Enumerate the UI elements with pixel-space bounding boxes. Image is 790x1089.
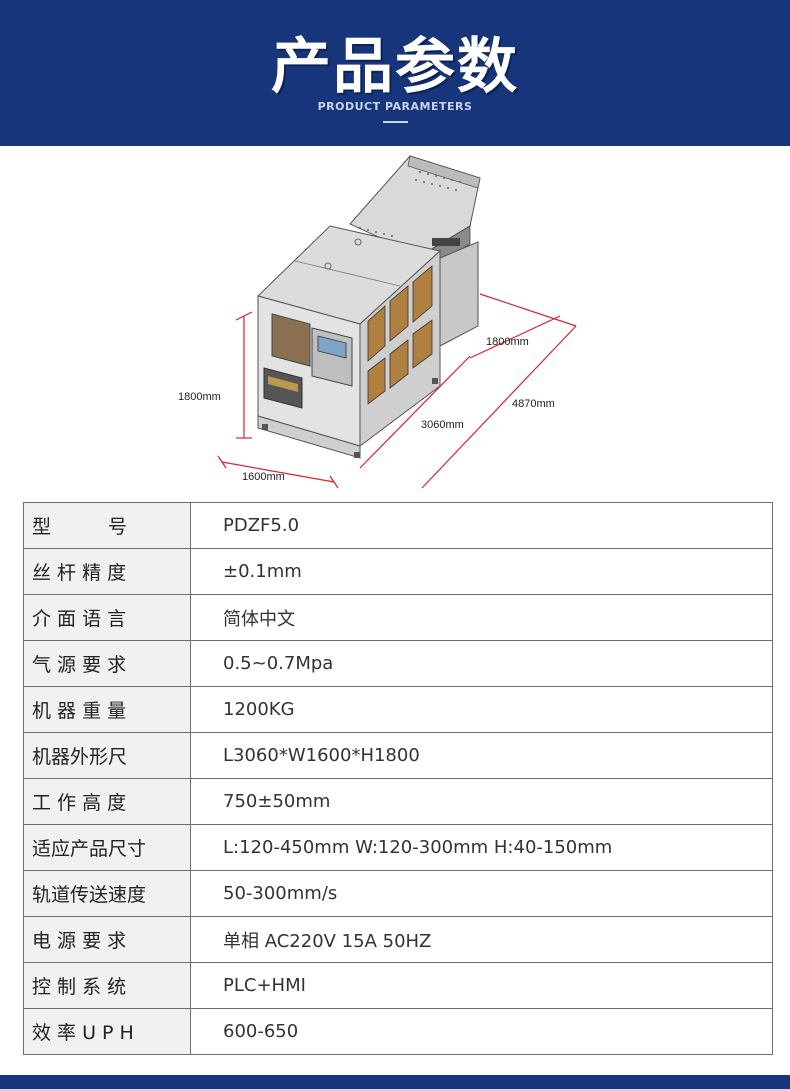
spec-label: 机器外形尺 [23,732,191,779]
footer-bar [0,1075,790,1089]
table-row: 电 源 要 求单相 AC220V 15A 50HZ [23,916,773,963]
dimension-length-label: 3060mm [421,419,464,431]
spec-value: 单相 AC220V 15A 50HZ [190,916,773,963]
dimension-height-label: 1800mm [178,391,221,403]
spec-value: L3060*W1600*H1800 [190,732,773,779]
dimension-depth-label: 1800mm [486,336,529,348]
spec-label: 轨道传送速度 [23,870,191,917]
spec-value: 50-300mm/s [190,870,773,917]
spec-value: 1200KG [190,686,773,733]
spec-label: 适应产品尺寸 [23,824,191,871]
spec-label: 工 作 高 度 [23,778,191,825]
spec-value: 600-650 [190,1008,773,1055]
spec-value: L:120-450mm W:120-300mm H:40-150mm [190,824,773,871]
spec-value: ±0.1mm [190,548,773,595]
spec-label: 控 制 系 统 [23,962,191,1009]
spec-label: 电 源 要 求 [23,916,191,963]
spec-value: 750±50mm [190,778,773,825]
spec-label: 型 号 [23,502,191,549]
spec-label: 气 源 要 求 [23,640,191,687]
spec-value: PLC+HMI [190,962,773,1009]
machine-illustration: 1800mm 1600mm 3060mm 1800mm 4870mm [0,146,790,495]
spec-label: 丝 杆 精 度 [23,548,191,595]
spec-value: 0.5~0.7Mpa [190,640,773,687]
subtitle-underline [383,121,408,123]
spec-label: 效 率 U P H [23,1008,191,1055]
table-row: 介 面 语 言简体中文 [23,594,773,641]
page-subtitle: PRODUCT PARAMETERS [317,100,473,113]
spec-label: 介 面 语 言 [23,594,191,641]
table-row: 丝 杆 精 度±0.1mm [23,548,773,595]
spec-value: PDZF5.0 [190,502,773,549]
spec-value: 简体中文 [190,594,773,641]
spec-label: 机 器 重 量 [23,686,191,733]
page-title: 产品参数 [271,32,519,102]
dimension-total-length-label: 4870mm [512,398,555,410]
header-banner: 产品参数 PRODUCT PARAMETERS [0,0,790,146]
dimension-width-label: 1600mm [242,471,285,483]
machine-drawing [217,155,577,489]
